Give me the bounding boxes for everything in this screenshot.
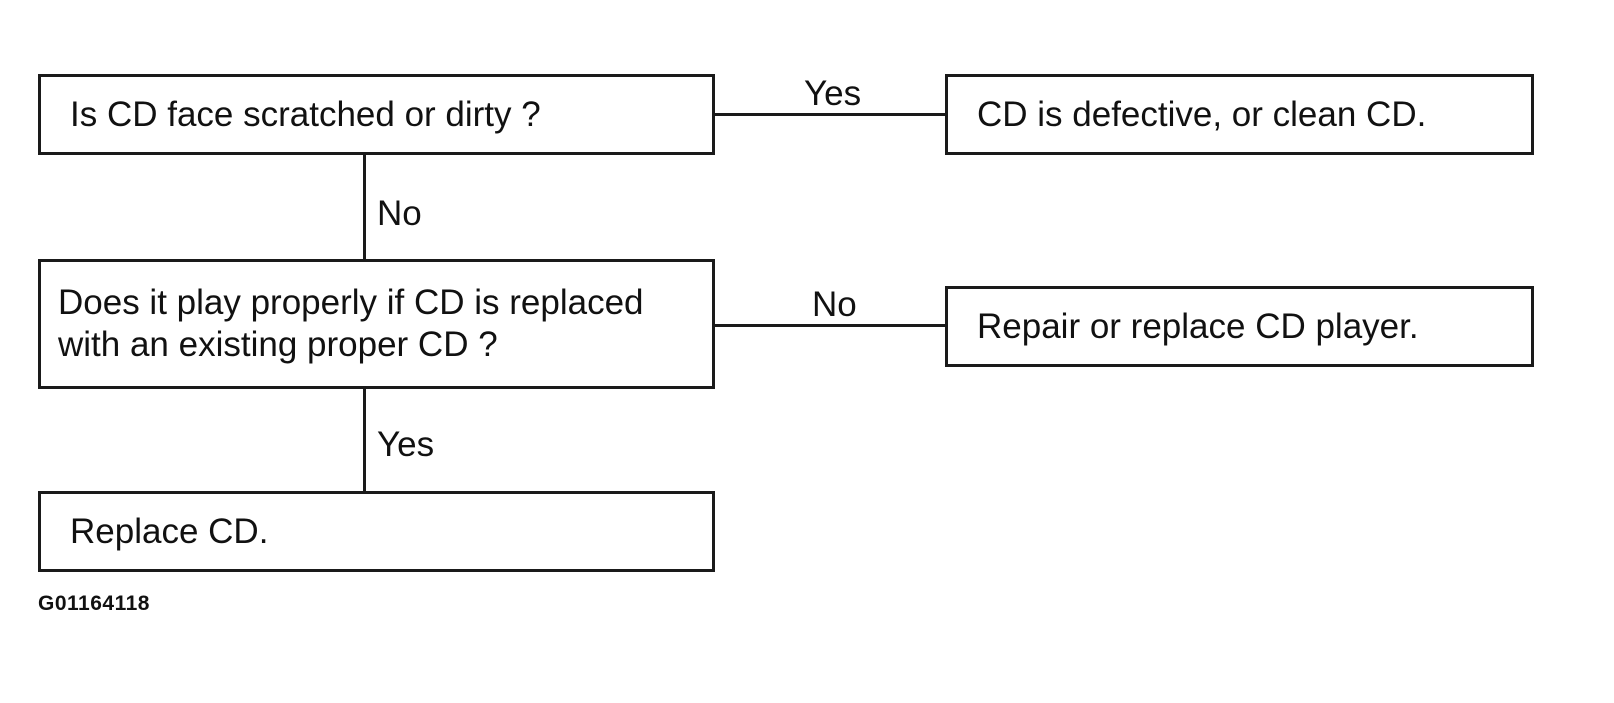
question-box-plays-properly: Does it play properly if CD is replaced … bbox=[38, 259, 715, 389]
result-text-repair-player: Repair or replace CD player. bbox=[977, 306, 1419, 346]
branch-label-q2-yes: Yes bbox=[377, 425, 435, 464]
result-text-cd-defective: CD is defective, or clean CD. bbox=[977, 94, 1427, 134]
connector-q1-no bbox=[363, 155, 366, 259]
result-box-cd-defective: CD is defective, or clean CD. bbox=[945, 74, 1534, 155]
connector-q2-no bbox=[715, 324, 945, 327]
branch-label-q2-no: No bbox=[812, 285, 857, 324]
question-text-plays-properly: Does it play properly if CD is replaced … bbox=[58, 283, 644, 364]
branch-label-q1-yes: Yes bbox=[804, 74, 862, 113]
result-text-replace-cd: Replace CD. bbox=[70, 511, 269, 551]
figure-id: G01164118 bbox=[38, 592, 150, 615]
question-text-cd-face: Is CD face scratched or dirty ? bbox=[70, 94, 541, 134]
result-box-repair-player: Repair or replace CD player. bbox=[945, 286, 1534, 367]
result-box-replace-cd: Replace CD. bbox=[38, 491, 715, 572]
question-box-cd-face: Is CD face scratched or dirty ? bbox=[38, 74, 715, 155]
connector-q1-yes bbox=[715, 113, 945, 116]
connector-q2-yes bbox=[363, 389, 366, 491]
branch-label-q1-no: No bbox=[377, 194, 422, 233]
